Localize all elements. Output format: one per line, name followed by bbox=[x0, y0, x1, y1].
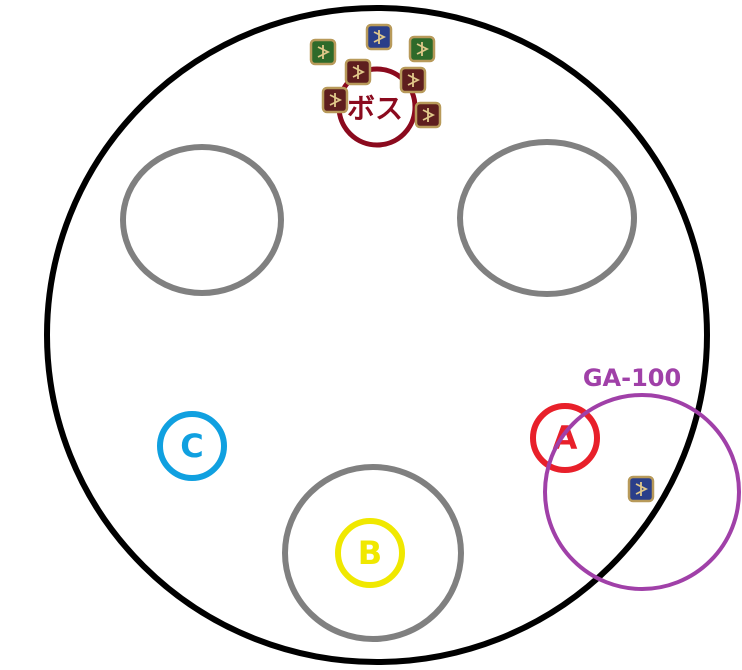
dps-fire-icon bbox=[399, 66, 427, 94]
arena-boundary bbox=[44, 5, 710, 665]
pillar-right bbox=[457, 139, 637, 297]
marker-ring bbox=[530, 403, 600, 473]
dps-chakram-icon bbox=[627, 475, 655, 503]
pillar-left bbox=[120, 144, 284, 296]
dps-swirl-icon bbox=[321, 86, 349, 114]
marker-ring bbox=[335, 518, 405, 588]
ga-100-label: GA-100 bbox=[583, 364, 681, 392]
tank-icon bbox=[365, 23, 393, 51]
marker-b: B bbox=[335, 518, 405, 588]
marker-label: C bbox=[180, 427, 203, 465]
healer-staff-icon bbox=[309, 38, 337, 66]
marker-ring bbox=[157, 411, 227, 481]
marker-c: C bbox=[157, 411, 227, 481]
pillar-bottom bbox=[282, 464, 464, 642]
marker-label: B bbox=[358, 534, 382, 572]
marker-a: A bbox=[530, 403, 600, 473]
dps-blade-icon bbox=[414, 101, 442, 129]
boss-label: ボス bbox=[347, 92, 403, 125]
healer-scales-icon bbox=[408, 35, 436, 63]
ga-100-aoe bbox=[543, 393, 741, 591]
dps-gun-icon bbox=[344, 58, 372, 86]
